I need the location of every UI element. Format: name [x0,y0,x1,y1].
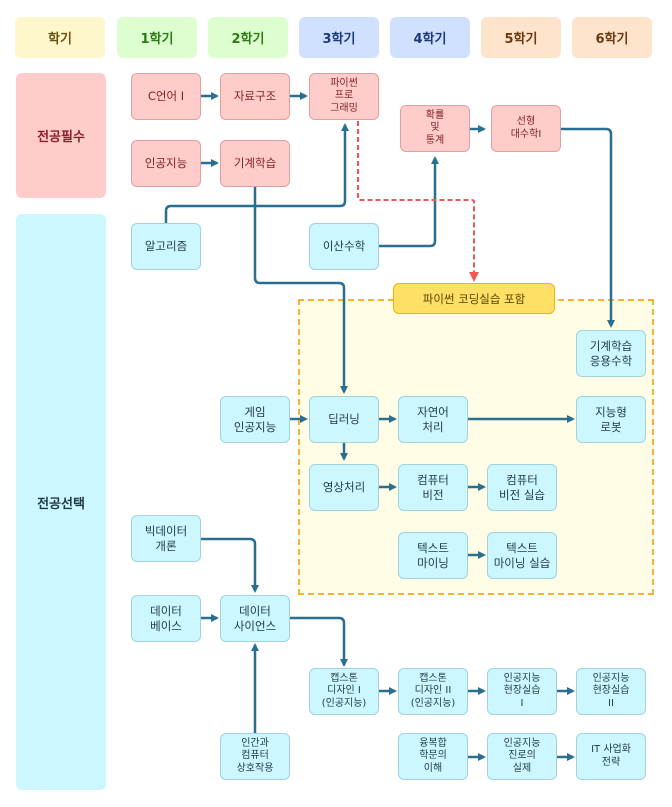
course-big-data-intro: 빅데이터 개론 [131,515,201,562]
course-game-ai: 게임 인공지능 [220,396,290,443]
course-algorithm: 알고리즘 [131,223,201,270]
course-capstone-2: 캡스톤 디자인 II (인공지능) [398,668,468,715]
arrow-bigdata-to-datascience [201,537,259,593]
course-ai-career: 인공지능 진로의 실제 [487,733,557,780]
arrow-datascience-to-capstone1 [290,616,348,667]
semester-6-header: 6학기 [572,17,652,58]
course-convergence: 융복합 학문의 이해 [398,733,468,780]
course-computer-vision-lab: 컴퓨터 비전 실습 [487,464,557,511]
semester-1-header: 1학기 [117,17,197,58]
category-required: 전공필수 [16,73,106,198]
course-machine-learning: 기계학습 [220,140,290,187]
course-image-processing: 영상처리 [309,464,379,511]
semester-header-label: 학기 [15,17,105,58]
category-elective: 전공선택 [16,214,106,790]
course-text-mining-lab: 텍스트 마이닝 실습 [487,532,557,579]
course-discrete-math: 이산수학 [309,223,379,270]
course-computer-vision: 컴퓨터 비전 [398,464,468,511]
course-hci: 인간과 컴퓨터 상호작용 [220,733,290,780]
course-database: 데이터 베이스 [131,595,201,642]
course-data-science: 데이터 사이언스 [220,595,290,642]
course-ai-field-practice-2: 인공지능 현장실습 II [576,668,646,715]
arrow-linear-to-mlmath [559,127,615,328]
course-python-programming: 파이썬 프로 그래밍 [309,73,379,120]
course-it-business: IT 사업화 전략 [576,733,646,780]
course-capstone-1: 캡스톤 디자인 I (인공지능) [309,668,379,715]
semester-4-header: 4학기 [390,17,470,58]
semester-3-header: 3학기 [299,17,379,58]
course-nlp: 자연어 처리 [398,396,468,443]
semester-5-header: 5학기 [481,17,561,58]
course-data-structure: 자료구조 [220,73,290,120]
dashed-arrow-python-to-region [357,121,479,282]
arrow-ml-to-deeplearning [253,187,348,394]
course-intelligent-robot: 지능형 로봇 [576,396,646,443]
course-probability-statistics: 확률 및 통계 [400,105,470,152]
course-ai-field-practice-1: 인공지능 현장실습 I [487,668,557,715]
course-text-mining: 텍스트 마이닝 [398,532,468,579]
python-coding-badge: 파이썬 코딩실습 포함 [393,283,555,314]
course-ml-applied-math: 기계학습 응용수학 [576,330,646,377]
course-linear-algebra: 선형 대수학I [491,105,561,152]
semester-2-header: 2학기 [208,17,288,58]
course-deep-learning: 딥러닝 [309,396,379,443]
course-c-language: C언어 I [131,73,201,120]
arrow-discrete-to-prob [379,156,439,248]
course-intro-ai: 인공지능 [131,140,201,187]
